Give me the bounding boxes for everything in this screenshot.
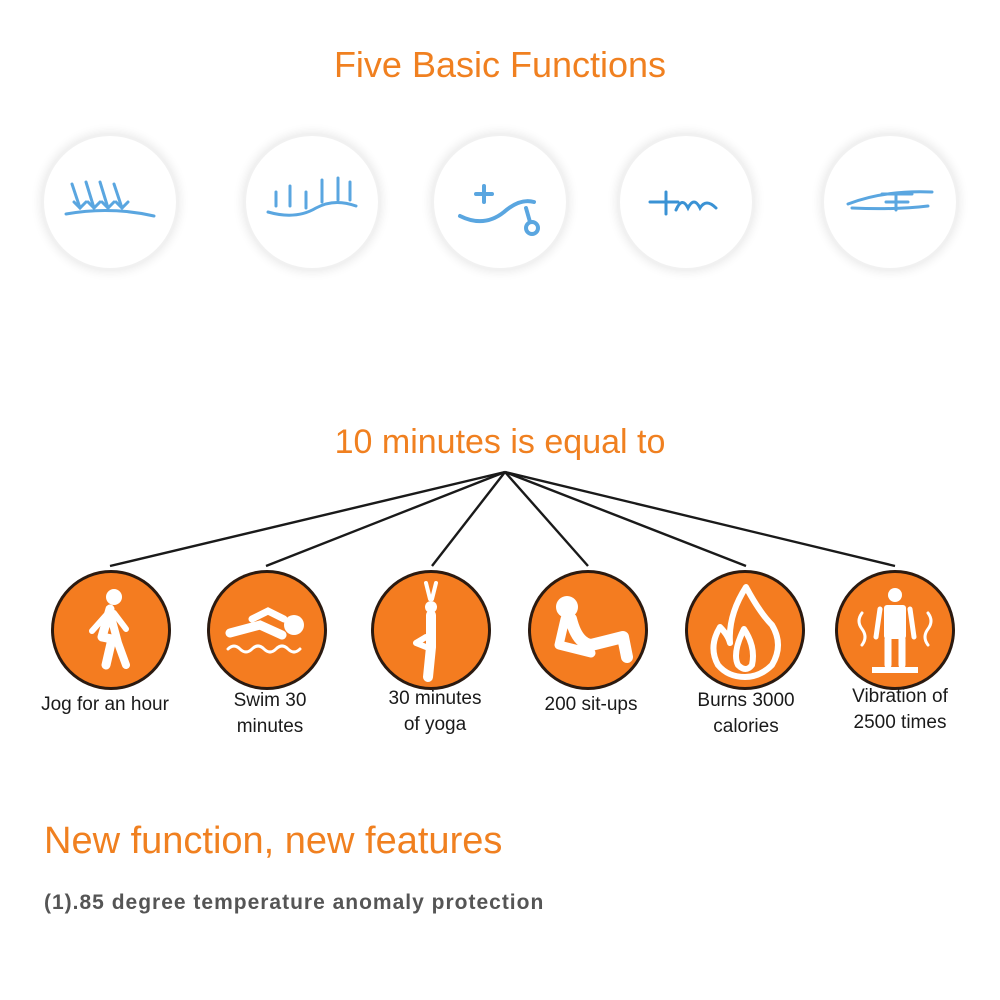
- acupuncture-plus-icon: [434, 136, 566, 268]
- label-line: Burns 3000: [697, 690, 795, 711]
- vibrating-person-icon: [838, 573, 952, 687]
- equivalence-title: 10 minutes is equal to: [334, 423, 666, 461]
- connector-line: [265, 470, 506, 568]
- activity-label-vibration: Vibration of 2500 times: [820, 684, 980, 736]
- walking-person-icon: [54, 573, 168, 687]
- connector-line: [504, 470, 896, 568]
- label-line: Swim 30: [233, 690, 307, 711]
- activity-label-yoga: 30 minutes of yoga: [355, 686, 515, 738]
- kneading-arrows-icon: [44, 136, 176, 268]
- activity-label-situps: 200 sit-ups: [511, 692, 671, 718]
- swimmer-icon: [210, 573, 324, 687]
- label-line: 2500 times: [853, 712, 947, 733]
- label-line: 30 minutes: [388, 688, 482, 709]
- activity-label-jog: Jog for an hour: [25, 692, 185, 718]
- label-line: calories: [713, 716, 779, 737]
- massage-wave-icon: [620, 136, 752, 268]
- label-line: minutes: [236, 716, 304, 737]
- connector-line: [109, 470, 506, 568]
- yoga-pose-icon: [374, 573, 488, 687]
- activity-label-swim: Swim 30 minutes: [190, 688, 350, 740]
- connector-line: [504, 471, 589, 567]
- scraping-icon: [824, 136, 956, 268]
- feature-text: (1).85 degree temperature anomaly protec…: [44, 891, 545, 914]
- label-line: Vibration of: [852, 686, 948, 707]
- features-heading: New function, new features: [44, 820, 503, 862]
- connector-line: [504, 470, 747, 568]
- label-line: of yoga: [403, 714, 467, 735]
- connector-line: [431, 471, 506, 567]
- tapping-lines-icon: [246, 136, 378, 268]
- label-line: Jog for an hour: [41, 694, 169, 715]
- page-title: Five Basic Functions: [333, 44, 667, 85]
- flame-icon: [688, 573, 802, 687]
- activity-label-calories: Burns 3000 calories: [666, 688, 826, 740]
- sit-up-icon: [531, 573, 645, 687]
- label-line: 200 sit-ups: [544, 694, 638, 715]
